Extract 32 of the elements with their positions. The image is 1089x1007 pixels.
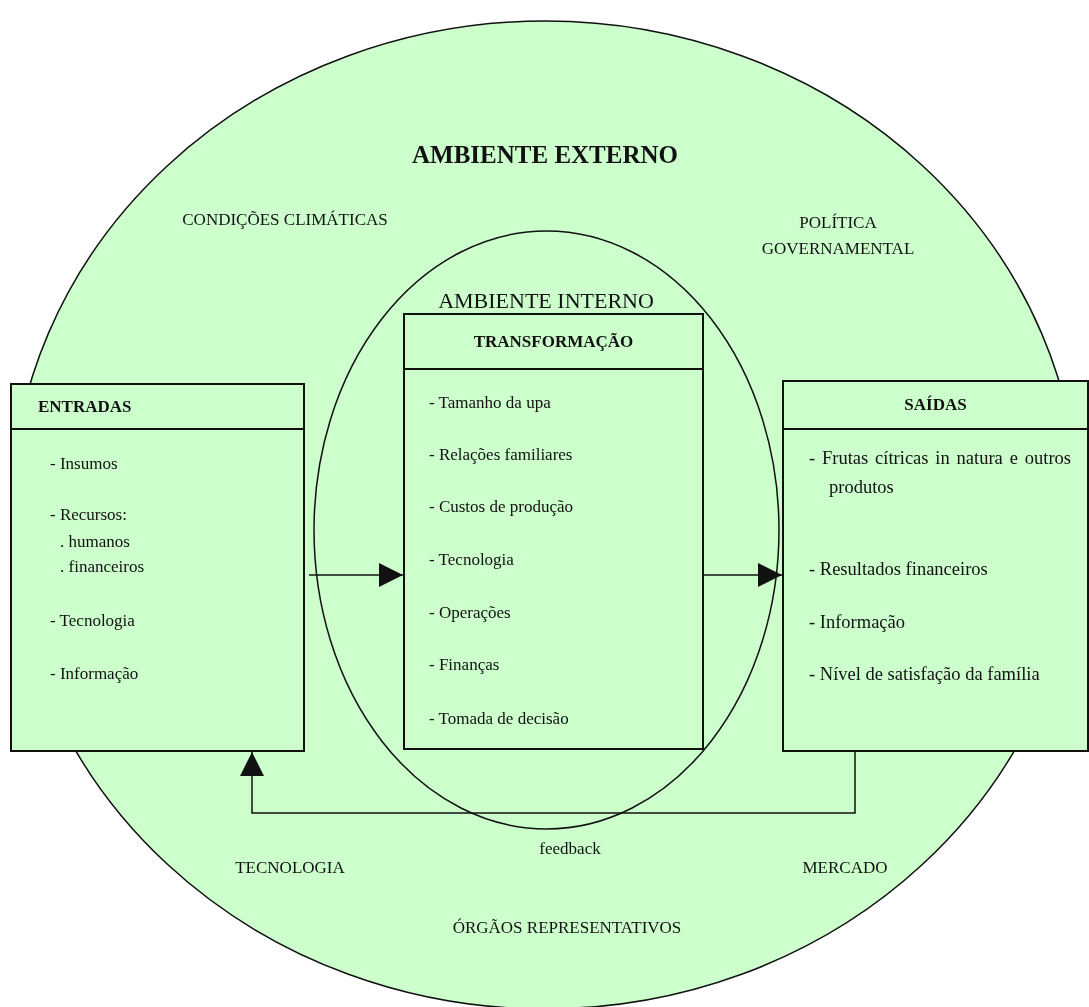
factor-label: CONDIÇÕES CLIMÁTICAS [181, 209, 389, 231]
list-item: - Nível de satisfação da família [809, 663, 1041, 686]
list-item: - Relações familiares [429, 444, 574, 466]
factor-label: MERCADO [801, 857, 889, 879]
arrow [240, 751, 856, 814]
factor-label: ÓRGÃOS REPRESENTATIVOS [452, 917, 682, 939]
list-item: - Informação [809, 611, 907, 634]
list-box [403, 313, 704, 750]
arrow [703, 563, 783, 587]
list-item: - Tecnologia [429, 549, 515, 571]
list-item: - Informação [50, 663, 140, 685]
list-item: . humanos [60, 531, 131, 553]
arrow [308, 563, 404, 587]
list-item: . financeiros [60, 556, 146, 578]
area-title: AMBIENTE INTERNO [438, 287, 654, 315]
list-item: - Custos de produção [429, 496, 574, 518]
list-item: - Frutas cítricas in natura e outros produtos [809, 447, 1071, 499]
list-item: - Operações [429, 602, 512, 624]
edge-label: feedback [539, 838, 601, 860]
list-item: - Resultados financeiros [809, 558, 989, 581]
area-title: AMBIENTE EXTERNO [412, 140, 678, 170]
list-item: - Tomada de decisão [429, 708, 570, 730]
list-item: - Insumos [50, 453, 119, 475]
factor-label: POLÍTICA GOVERNAMENTAL [760, 212, 916, 260]
box-heading: SAÍDAS [904, 395, 967, 415]
list-item: - Finanças [429, 654, 501, 676]
list-item: - Recursos: [50, 504, 128, 526]
factor-label: TECNOLOGIA [234, 857, 346, 879]
list-item: - Tamanho da upa [429, 392, 552, 414]
box-heading: ENTRADAS [38, 396, 132, 417]
box-heading: TRANSFORMAÇÃO [473, 331, 634, 352]
list-item: - Tecnologia [50, 610, 136, 632]
